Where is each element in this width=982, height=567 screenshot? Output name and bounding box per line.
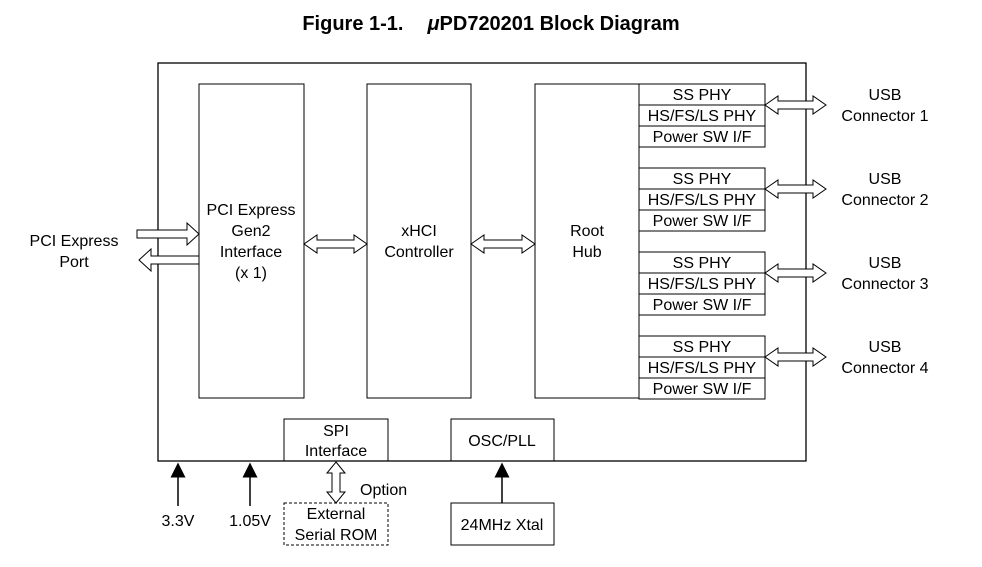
pcie-interface-line4: (x 1) — [235, 265, 267, 282]
pcie-interface-block — [198, 83, 305, 399]
pcie-xhci-arrow — [303, 234, 368, 254]
spi-line2: Interface — [305, 443, 367, 460]
power-sw-label: Power SW I/F — [653, 213, 752, 230]
power-33v-label: 3.3V — [162, 513, 195, 530]
ss-phy-label: SS PHY — [673, 87, 732, 104]
osc-pll-label: OSC/PLL — [468, 433, 536, 450]
hs-phy-label: HS/FS/LS PHY — [648, 360, 757, 377]
phy-group-2: SS PHY HS/FS/LS PHY Power SW I/F — [638, 167, 766, 232]
xhci-controller-block — [366, 83, 472, 399]
ext-rom-line2: Serial ROM — [295, 527, 378, 544]
usb4-line1: USB — [869, 339, 902, 356]
usb1-line2: Connector 1 — [841, 108, 928, 125]
usb2-arrow — [764, 179, 827, 199]
figure-title: Figure 1-1. μPD720201 Block Diagram — [0, 13, 982, 36]
usb4-line2: Connector 4 — [841, 360, 928, 377]
ss-phy-label: SS PHY — [673, 255, 732, 272]
xhci-roothub-arrow — [470, 234, 536, 254]
pcie-inbound-arrow — [136, 221, 200, 247]
phy-group-1: SS PHY HS/FS/LS PHY Power SW I/F — [638, 83, 766, 148]
ss-phy-label: SS PHY — [673, 339, 732, 356]
hs-phy-label: HS/FS/LS PHY — [648, 192, 757, 209]
xhci-line1: xHCI — [401, 223, 437, 240]
root-hub-block — [534, 83, 640, 399]
usb4-arrow — [764, 347, 827, 367]
power-105v-label: 1.05V — [229, 513, 271, 530]
spi-interface-block — [283, 418, 389, 462]
usb2-line2: Connector 2 — [841, 192, 928, 209]
xhci-line2: Controller — [384, 244, 454, 261]
xtal-label: 24MHz Xtal — [461, 517, 544, 534]
hs-phy-label: HS/FS/LS PHY — [648, 108, 757, 125]
root-hub-line1: Root — [570, 223, 604, 240]
pcie-interface-line2: Gen2 — [231, 223, 270, 240]
spi-line1: SPI — [323, 423, 349, 440]
power-sw-label: Power SW I/F — [653, 381, 752, 398]
ext-rom-line1: External — [307, 506, 366, 523]
pci-port-line1: PCI Express — [30, 233, 119, 250]
spi-rom-arrow — [325, 461, 347, 504]
power-sw-label: Power SW I/F — [653, 297, 752, 314]
usb3-line1: USB — [869, 255, 902, 272]
phy-group-4: SS PHY HS/FS/LS PHY Power SW I/F — [638, 335, 766, 400]
usb2-line1: USB — [869, 171, 902, 188]
pcie-interface-line3: Interface — [220, 244, 282, 261]
power-sw-label: Power SW I/F — [653, 129, 752, 146]
osc-pll-block — [450, 418, 555, 462]
figure-number: Figure 1-1. — [302, 13, 404, 35]
pcie-interface-line1: PCI Express — [207, 202, 296, 219]
phy-group-3: SS PHY HS/FS/LS PHY Power SW I/F — [638, 251, 766, 316]
usb1-arrow — [764, 95, 827, 115]
usb3-line2: Connector 3 — [841, 276, 928, 293]
root-hub-line2: Hub — [572, 244, 601, 261]
option-label: Option — [360, 482, 407, 499]
figure-name: PD720201 Block Diagram — [439, 13, 680, 35]
ss-phy-label: SS PHY — [673, 171, 732, 188]
pcie-outbound-arrow — [138, 247, 200, 273]
hs-phy-label: HS/FS/LS PHY — [648, 276, 757, 293]
figure-mu-symbol: μ — [427, 13, 440, 35]
pci-port-line2: Port — [59, 254, 89, 271]
usb1-line1: USB — [869, 87, 902, 104]
usb3-arrow — [764, 263, 827, 283]
